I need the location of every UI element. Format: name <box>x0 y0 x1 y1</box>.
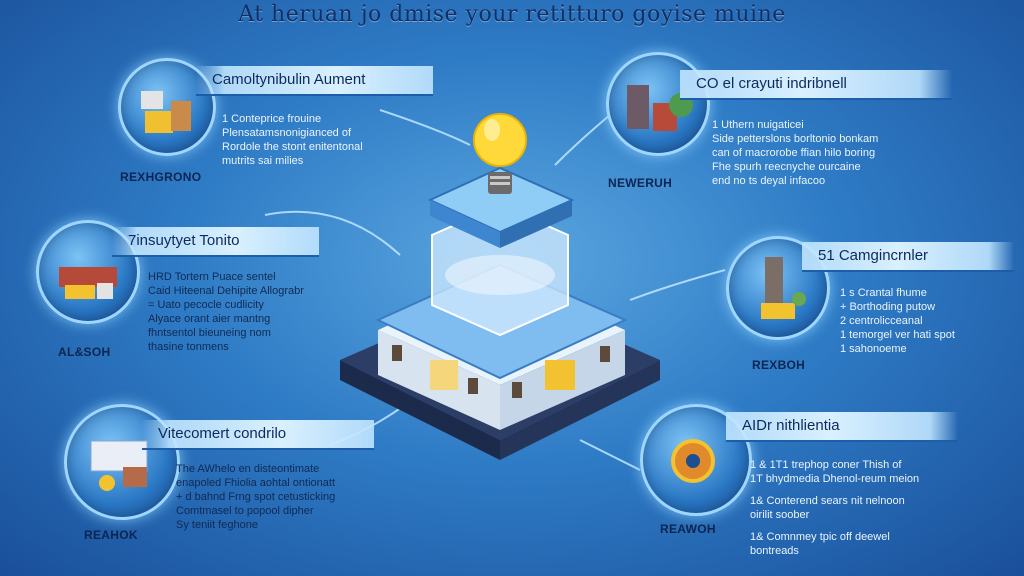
body-top-left: 1 Conteprice frouine Plensatamsnonigianc… <box>222 113 363 167</box>
tag-bottom-left: REAHOK <box>84 528 138 542</box>
stadium-icon <box>90 440 148 491</box>
bubble-top-right <box>606 52 710 156</box>
tag-top-left: REXHgrono <box>120 170 202 184</box>
tower-icon <box>761 257 806 319</box>
heading-top-right: CO el crayuti indribnell <box>680 70 952 100</box>
heading-top-left: Camoltynibulin Aument <box>196 66 433 96</box>
gear-icon <box>671 439 715 483</box>
heading-mid-left: 7insuytyet Tonito <box>112 227 319 257</box>
books-icon <box>59 267 117 299</box>
bubble-mid-right <box>726 236 830 340</box>
body-mid-left: HRD Tortern Puace sentel Caid Hiteenal D… <box>148 271 304 353</box>
library-icon <box>141 91 191 133</box>
heading-mid-right: 51 Camgincrnler <box>802 242 1014 272</box>
light-bulb-icon <box>473 113 527 194</box>
body-mid-right: 1 s Crantal fhume + Borthoding putow 2 c… <box>840 287 955 355</box>
tag-mid-left: AL&SOH <box>58 345 111 359</box>
body-bottom-right: 1 & 1T1 trephop coner Thish of 1T bhydme… <box>750 459 920 557</box>
heading-bottom-left: Vitecomert condrilo <box>142 420 374 450</box>
building-windows <box>392 345 610 398</box>
tag-bottom-right: REAWOH <box>660 522 716 536</box>
tag-top-right: NEWERUH <box>608 176 673 190</box>
body-top-right: 1 Uthern nuigaticei Side petterslons bor… <box>712 119 879 187</box>
city-icon <box>627 85 693 131</box>
body-bottom-left: The AWhelo en disteontimate enapoled Fhi… <box>176 463 336 531</box>
infographic-title: At heruan jo dmise your retitturo goyise… <box>238 2 786 27</box>
tag-mid-right: REXBOH <box>752 358 806 372</box>
heading-bottom-right: AIDr nithlientia <box>726 412 958 442</box>
